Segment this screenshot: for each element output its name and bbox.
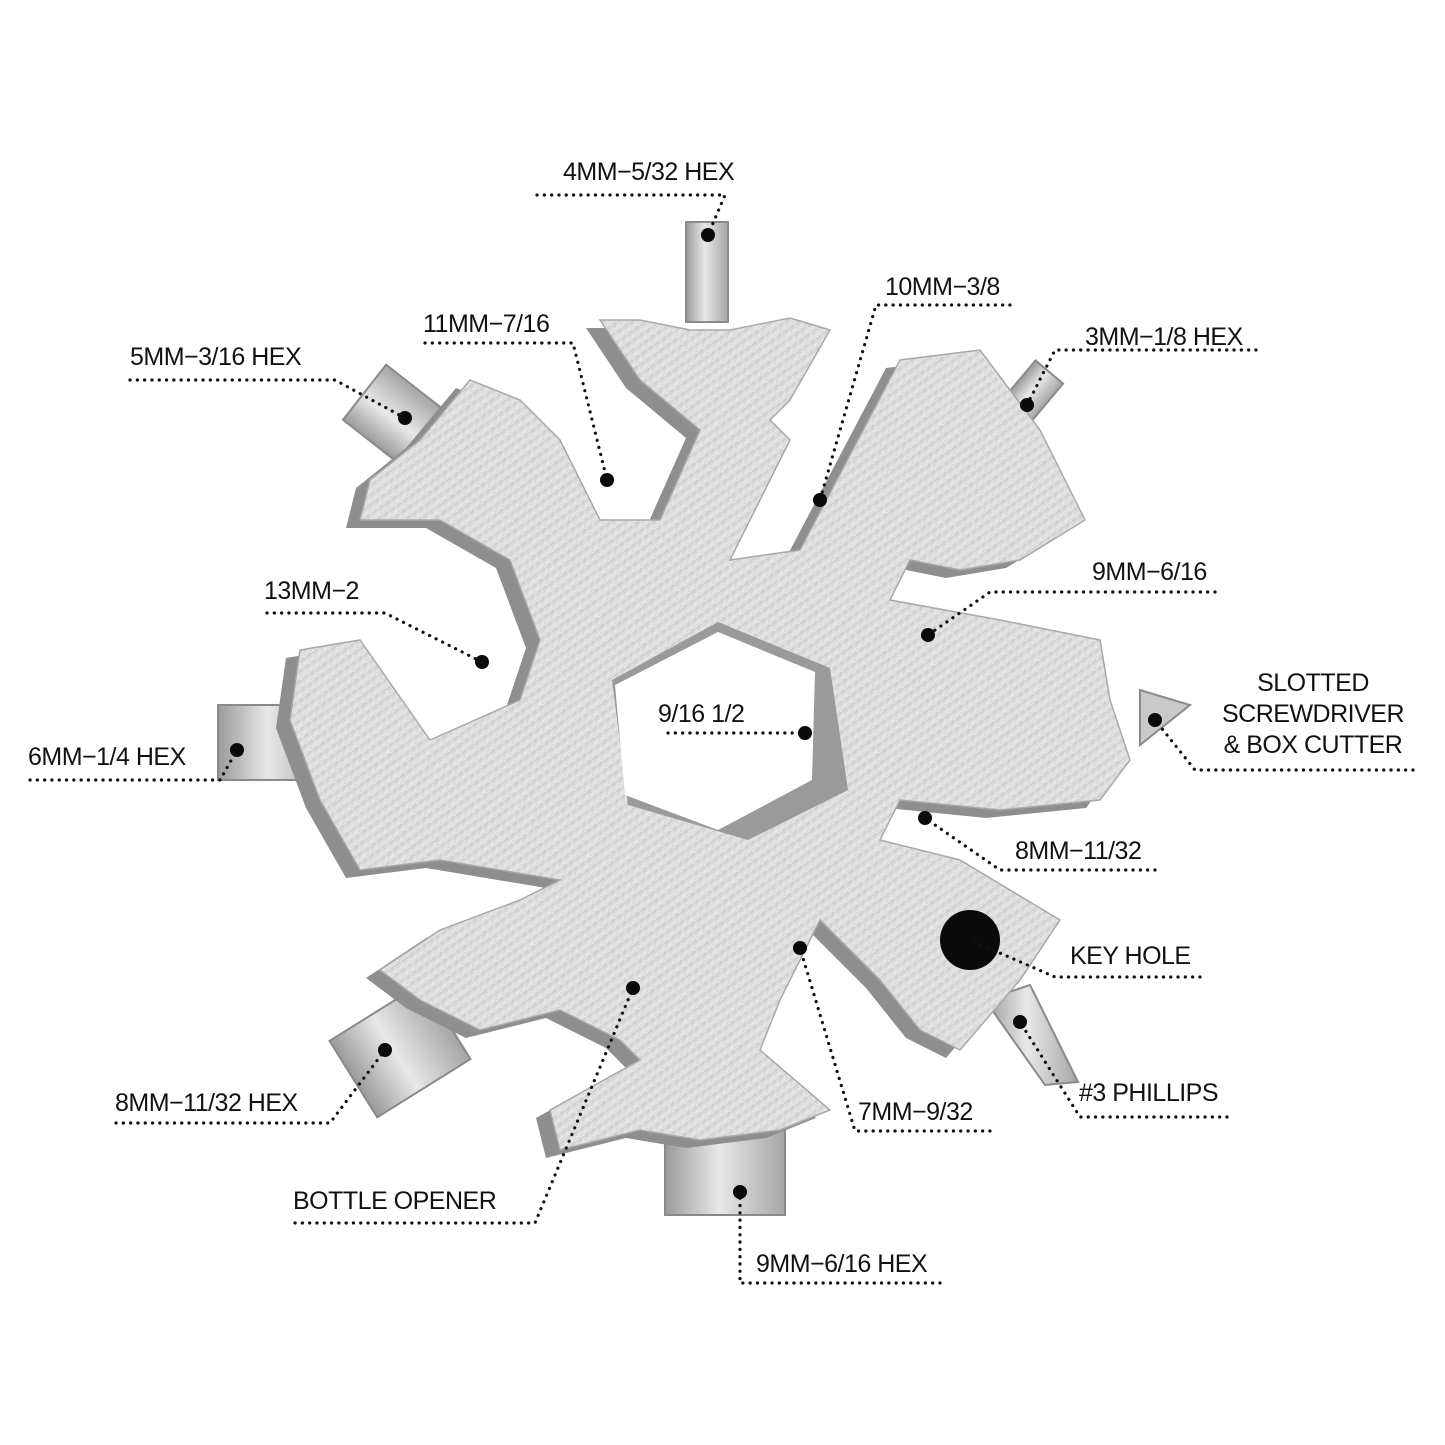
- label-phillips: #3 PHILLIPS: [1079, 1079, 1219, 1107]
- key-hole: [940, 910, 1000, 970]
- label-11mm: 11MM−7/16: [423, 310, 550, 338]
- label-4mm-hex: 4MM−5/32 HEX: [563, 158, 735, 186]
- label-13mm: 13MM−2: [264, 577, 359, 605]
- phillips-bit: [983, 983, 1080, 1087]
- label-key-hole: KEY HOLE: [1070, 942, 1191, 970]
- label-3mm-hex: 3MM−1/8 HEX: [1085, 323, 1243, 351]
- center-hex-hole: [615, 632, 815, 830]
- label-9mm-hex: 9MM−6/16 HEX: [756, 1250, 928, 1278]
- label-10mm: 10MM−3/8: [885, 273, 1000, 301]
- label-7mm: 7MM−9/32: [858, 1098, 973, 1126]
- callout-dots: [230, 228, 1162, 1199]
- leader-lines: [28, 193, 1415, 1285]
- slotted-screwdriver-tip: [1139, 688, 1193, 748]
- snowflake-body: [276, 317, 1131, 1158]
- label-6mm-hex: 6MM−1/4 HEX: [28, 743, 186, 771]
- label-slotted-screwdriver: SLOTTED SCREWDRIVER & BOX CUTTER: [1221, 669, 1405, 759]
- label-bottle-opener: BOTTLE OPENER: [293, 1187, 497, 1215]
- label-9mm: 9MM−6/16: [1092, 558, 1207, 586]
- label-8mm-hex: 8MM−11/32 HEX: [115, 1089, 298, 1117]
- label-center-hex: 9/16 1/2: [658, 700, 745, 728]
- label-5mm-hex: 5MM−3/16 HEX: [130, 343, 302, 371]
- label-8mm: 8MM−11/32: [1015, 837, 1142, 865]
